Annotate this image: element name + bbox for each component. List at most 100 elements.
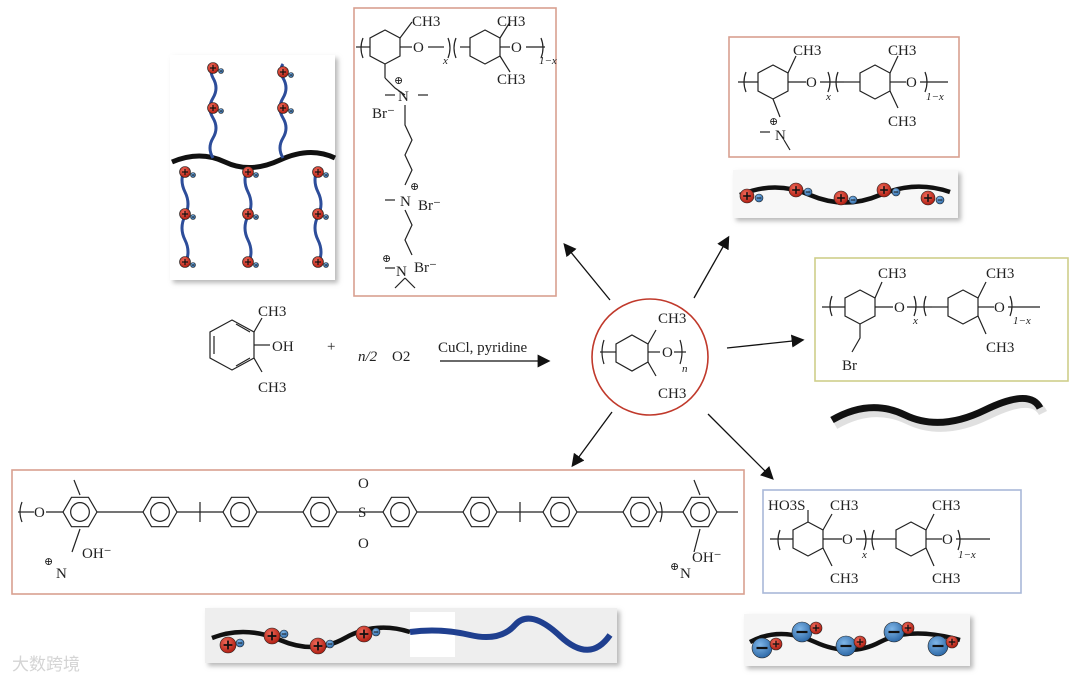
oxygen-label: O [806, 75, 817, 91]
hydroxide-label: OH⁻ [82, 546, 112, 562]
anion-icon [935, 195, 945, 205]
aromatic-ring [462, 496, 498, 528]
aromatic-ring-circle [690, 502, 710, 522]
bromomethyl-ppo-box: CH3 CH3 CH3 O O x 1−x Br [814, 257, 1069, 382]
cation-icon [242, 166, 254, 178]
ch3-label: CH3 [658, 311, 686, 327]
one-minus-x-subscript: 1−x [958, 549, 976, 561]
aromatic-ring-circle [230, 502, 250, 522]
anion-icon [218, 68, 224, 74]
anion-icon [927, 635, 949, 657]
plus-charge: ⊕ [44, 556, 53, 568]
oxygen-label: O [906, 75, 917, 91]
ch3-label: CH3 [793, 43, 821, 59]
anion-icon [253, 214, 259, 220]
cation-icon [355, 625, 373, 643]
one-minus-x-subscript: 1−x [926, 91, 944, 103]
anion-icon [325, 639, 335, 649]
cation-icon [179, 166, 191, 178]
anion-icon [848, 195, 858, 205]
cation-icon [312, 208, 324, 220]
aromatic-ring-circle [70, 502, 90, 522]
anion-icon [754, 193, 764, 203]
oxygen-label: O [994, 300, 1005, 316]
anion-icon [235, 638, 245, 648]
sulfonated-ppo-box: HO3S CH3 CH3 CH3 CH3 O O x 1−x [762, 489, 1022, 594]
ch3-label: CH3 [830, 498, 858, 514]
aromatic-ring [62, 496, 98, 528]
oxygen-molecule: O2 [392, 349, 410, 365]
one-minus-x-subscript: 1−x [1013, 315, 1031, 327]
oxygen-label: O [511, 40, 522, 56]
oxygen-coefficient: n/2 [358, 349, 378, 365]
anion-icon [288, 108, 294, 114]
cation-icon [179, 256, 191, 268]
cation-icon [207, 62, 219, 74]
anion-icon [279, 629, 289, 639]
bond-line [71, 528, 81, 553]
anion-icon [253, 262, 259, 268]
ch3-label: CH3 [878, 266, 906, 282]
reaction-arrows [563, 235, 805, 480]
anion-icon [190, 172, 196, 178]
aromatic-ring [142, 496, 178, 528]
nitrogen-label: N [400, 194, 411, 210]
cation-chain-strip [733, 170, 958, 218]
aromatic-ring-circle [150, 502, 170, 522]
ch3-label: CH3 [497, 72, 525, 88]
ch3-label: CH3 [258, 304, 286, 320]
block-copolymer-strip [205, 608, 617, 663]
cation-icon [769, 637, 783, 651]
oxygen-label: O [894, 300, 905, 316]
sulfonyl-oxygen: O [358, 536, 369, 552]
ch3-label: CH3 [986, 266, 1014, 282]
sulfonyl-oxygen: O [358, 476, 369, 492]
anion-icon [218, 108, 224, 114]
oxygen-label: O [842, 532, 853, 548]
anion-icon [253, 172, 259, 178]
cation-icon [219, 636, 237, 654]
bond-line [693, 479, 701, 496]
cation-icon [809, 621, 823, 635]
aromatic-ring [302, 496, 338, 528]
ch3-label: CH3 [932, 498, 960, 514]
cation-icon [833, 190, 849, 206]
oxygen-label: O [413, 40, 424, 56]
bromide-label: Br⁻ [414, 260, 437, 276]
aromatic-ring-circle [630, 502, 650, 522]
bromide-label: Br⁻ [418, 198, 441, 214]
brush-polymer-illustration [170, 55, 337, 280]
aromatic-ring-circle [470, 502, 490, 522]
cation-icon [242, 256, 254, 268]
oxygen-label: O [662, 345, 673, 361]
anion-icon [323, 214, 329, 220]
plus-charge: ⊕ [394, 75, 403, 87]
x-subscript: x [825, 91, 831, 103]
cation-icon [788, 182, 804, 198]
ch3-label: CH3 [830, 571, 858, 587]
aromatic-ring [382, 496, 418, 528]
cation-icon [263, 627, 281, 645]
hydroxide-label: OH⁻ [692, 550, 722, 566]
x-subscript: x [442, 55, 448, 67]
ch3-label: CH3 [932, 571, 960, 587]
plain-chain-illustration [830, 395, 1048, 432]
plus-charge: ⊕ [382, 253, 391, 265]
n-subscript: n [682, 363, 688, 375]
cation-icon [242, 208, 254, 220]
multication-structure-box: CH3 CH3 CH3 O O x 1−x ⊕ N Br⁻ ⊕ N Br⁻ ⊕ … [353, 7, 557, 297]
anion-icon [751, 637, 773, 659]
hydroxyl-label: OH [272, 339, 294, 355]
anion-icon [891, 187, 901, 197]
cation-icon [920, 190, 936, 206]
aromatic-ring-circle [550, 502, 570, 522]
oxygen-label: O [942, 532, 953, 548]
cation-icon [312, 166, 324, 178]
aromatic-ring-circle [390, 502, 410, 522]
sulfur-label: S [358, 505, 366, 521]
anion-icon [190, 262, 196, 268]
x-subscript: x [861, 549, 867, 561]
cation-icon [277, 66, 289, 78]
aromatic-ring [622, 496, 658, 528]
